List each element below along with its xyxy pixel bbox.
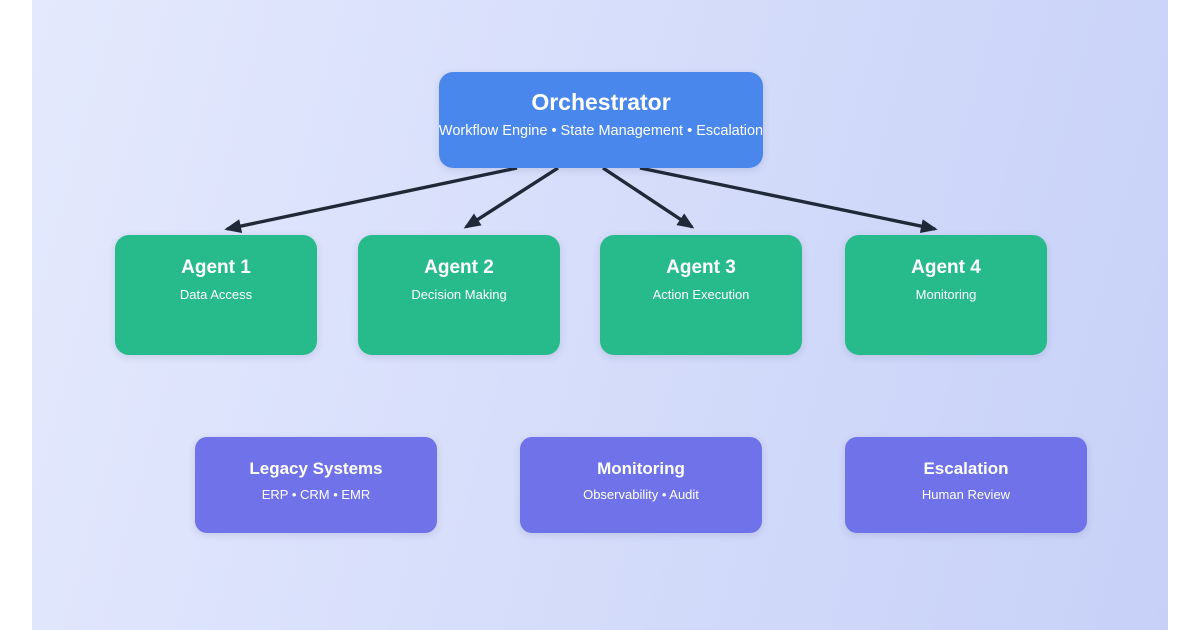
agent-3-subtitle: Action Execution — [652, 287, 750, 302]
escalation-subtitle: Human Review — [921, 487, 1011, 502]
orchestrator-subtitle: Workflow Engine • State Management • Esc… — [438, 123, 764, 139]
escalation-node: Escalation Human Review — [845, 437, 1087, 533]
agent-1-node: Agent 1 Data Access — [115, 235, 317, 355]
diagram-canvas: Orchestrator Workflow Engine • State Man… — [32, 0, 1168, 630]
arrow-orchestrator-to-agent-2 — [463, 166, 559, 229]
agent-2-subtitle: Decision Making — [411, 287, 507, 302]
escalation-title: Escalation — [923, 459, 1009, 478]
agent-4-node: Agent 4 Monitoring — [845, 235, 1047, 355]
agent-4-subtitle: Monitoring — [915, 287, 977, 302]
arrow-orchestrator-to-agent-3 — [602, 166, 695, 229]
arrow-orchestrator-to-agent-1 — [224, 166, 518, 233]
agent-2-node: Agent 2 Decision Making — [358, 235, 560, 355]
legacy-systems-subtitle: ERP • CRM • EMR — [261, 487, 371, 502]
agent-1-subtitle: Data Access — [179, 287, 253, 302]
orchestrator-title: Orchestrator — [531, 89, 671, 115]
monitoring-title: Monitoring — [597, 459, 685, 478]
agent-3-node: Agent 3 Action Execution — [600, 235, 802, 355]
agent-3-title: Agent 3 — [666, 257, 736, 278]
agent-2-title: Agent 2 — [424, 257, 494, 278]
legacy-systems-node: Legacy Systems ERP • CRM • EMR — [195, 437, 437, 533]
agent-1-title: Agent 1 — [181, 257, 251, 278]
orchestrator-node: Orchestrator Workflow Engine • State Man… — [439, 72, 763, 168]
monitoring-subtitle: Observability • Audit — [583, 487, 699, 502]
arrow-orchestrator-to-agent-4 — [639, 166, 938, 234]
monitoring-node: Monitoring Observability • Audit — [520, 437, 762, 533]
legacy-systems-title: Legacy Systems — [249, 459, 383, 478]
agent-4-title: Agent 4 — [911, 257, 981, 278]
